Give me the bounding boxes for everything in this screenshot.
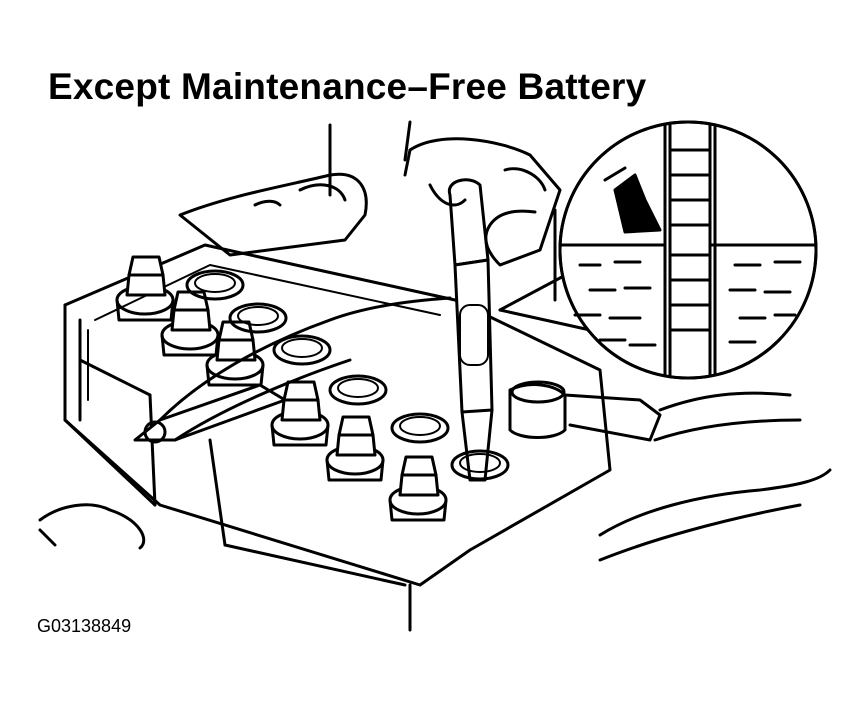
- cell-opening: [450, 449, 510, 481]
- level-arrow-icon: [613, 173, 662, 234]
- cell-cap: [325, 415, 385, 482]
- cell-cap: [160, 290, 220, 357]
- engine-bay-background: [38, 120, 832, 562]
- cell-opening: [390, 412, 450, 444]
- cell-openings: [185, 269, 510, 481]
- cell-opening: [272, 334, 332, 366]
- level-magnifier: [498, 120, 818, 380]
- page-title: Except Maintenance–Free Battery: [48, 66, 647, 107]
- cell-opening: [185, 269, 245, 301]
- cell-cap: [270, 380, 330, 447]
- cell-opening: [328, 374, 388, 406]
- cell-cap: [115, 255, 175, 322]
- cell-cap: [205, 320, 265, 387]
- cell-caps: [115, 255, 448, 522]
- cell-opening: [228, 302, 288, 334]
- hand: [403, 137, 562, 267]
- figure-id: G03138849: [37, 616, 132, 636]
- cell-cap: [388, 455, 448, 522]
- battery-case: [63, 243, 612, 632]
- hydrometer: [447, 178, 494, 482]
- battery-terminals: [133, 296, 802, 444]
